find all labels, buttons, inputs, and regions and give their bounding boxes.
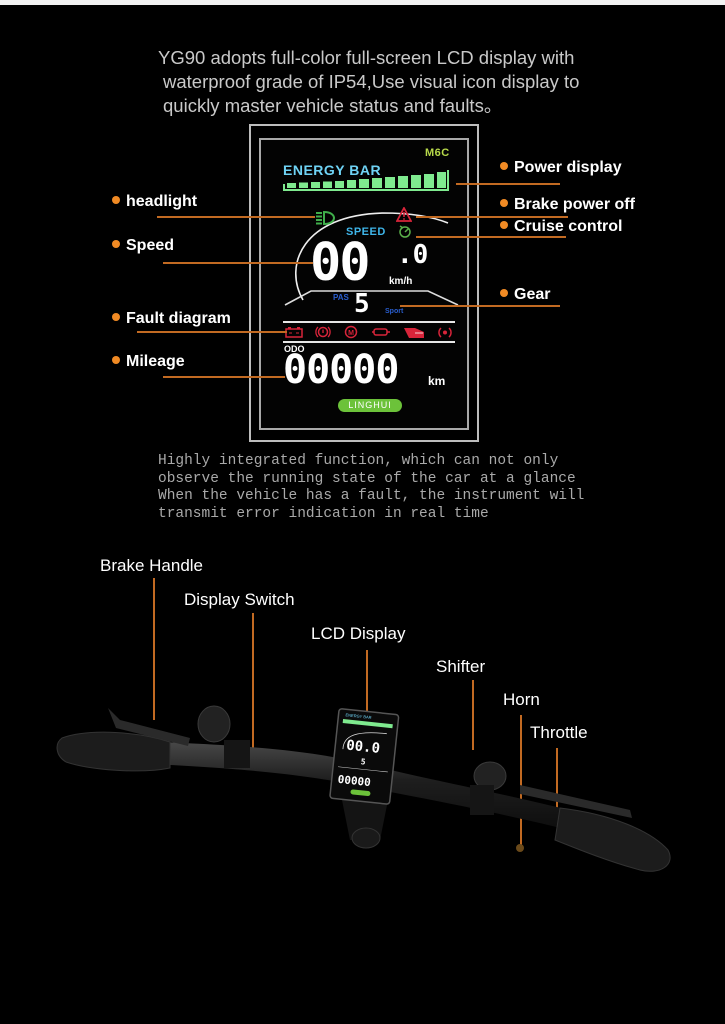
brand-badge: LINGHUI bbox=[338, 399, 402, 412]
leader-line bbox=[556, 748, 558, 816]
intro-line-3: quickly master vehicle status and faults… bbox=[163, 95, 503, 116]
leader-line bbox=[416, 216, 568, 218]
lcd-divider bbox=[283, 341, 455, 343]
leader-line bbox=[456, 183, 560, 185]
svg-text:5: 5 bbox=[360, 757, 366, 766]
odo-label: ODO bbox=[284, 344, 305, 354]
description-text: Highly integrated function, which can no… bbox=[158, 453, 584, 523]
speed-decimal: .0 bbox=[397, 240, 429, 270]
callout-cruise-control: Cruise control bbox=[500, 218, 622, 236]
throttle-fault-icon bbox=[372, 328, 390, 336]
warning-triangle-icon bbox=[396, 207, 412, 222]
bullet-dot-icon bbox=[500, 199, 508, 207]
label-shifter: Shifter bbox=[436, 657, 486, 676]
description-line: Highly integrated function, which can no… bbox=[158, 453, 559, 469]
headlight-icon bbox=[316, 210, 336, 226]
brake-fault-icon bbox=[315, 326, 331, 338]
description-line: transmit error indication in real time bbox=[158, 505, 489, 522]
callout-label: Cruise control bbox=[514, 218, 623, 235]
label-throttle: Throttle bbox=[530, 723, 588, 742]
description-line: observe the running state of the car at … bbox=[158, 470, 576, 487]
odo-value: 00000 bbox=[283, 347, 399, 393]
bullet-dot-icon bbox=[112, 240, 120, 248]
intro-line-1: YG90 adopts full-color full-screen LCD d… bbox=[158, 47, 575, 68]
callout-label: Gear bbox=[514, 286, 551, 303]
callout-label: Fault diagram bbox=[126, 310, 231, 327]
mode-label: Sport bbox=[385, 308, 404, 315]
bullet-dot-icon bbox=[112, 196, 120, 204]
description-line: When the vehicle has a fault, the instru… bbox=[158, 488, 585, 504]
callout-label: Power display bbox=[514, 159, 622, 176]
handlebar-illustration: ENERGY BAR 00.0 5 00000 bbox=[56, 705, 671, 872]
callout-label: headlight bbox=[126, 193, 198, 210]
energy-bar-gauge bbox=[283, 170, 449, 191]
label-display-switch: Display Switch bbox=[184, 590, 295, 609]
lcd-outer-frame bbox=[249, 124, 479, 442]
odo-unit: km bbox=[428, 374, 446, 388]
sensor-icon bbox=[438, 326, 452, 338]
svg-text:M: M bbox=[348, 330, 354, 337]
intro-line-2: waterproof grade of IP54,Use visual icon… bbox=[163, 71, 580, 92]
leader-line bbox=[163, 262, 313, 264]
cruise-control-icon bbox=[399, 225, 411, 238]
leader-line bbox=[472, 680, 474, 750]
leader-line bbox=[163, 376, 285, 378]
leader-line bbox=[366, 650, 368, 718]
top-border-strip bbox=[0, 0, 725, 5]
svg-text:00.0: 00.0 bbox=[346, 738, 381, 757]
callout-label: Brake power off bbox=[514, 196, 635, 213]
speed-unit: km/h bbox=[389, 276, 413, 287]
bullet-dot-icon bbox=[112, 356, 120, 364]
intro-text: YG90 adopts full-color full-screen LCD d… bbox=[158, 46, 628, 118]
bullet-dot-icon bbox=[112, 313, 120, 321]
callout-power-display: Power display bbox=[500, 159, 622, 177]
callout-fault-diagram: Fault diagram bbox=[112, 310, 231, 328]
pas-label: PAS bbox=[333, 293, 349, 302]
leader-line bbox=[416, 236, 566, 238]
leader-line bbox=[157, 216, 315, 218]
label-brake-handle: Brake Handle bbox=[100, 556, 204, 575]
speed-label: SPEED bbox=[346, 226, 386, 238]
callout-label: Speed bbox=[126, 237, 175, 254]
fault-icon-row: M bbox=[285, 324, 453, 340]
callout-gear: Gear bbox=[500, 286, 550, 304]
callout-headlight: headlight bbox=[112, 193, 197, 211]
controller-icon bbox=[404, 327, 424, 338]
lcd-divider bbox=[283, 321, 455, 323]
bullet-dot-icon bbox=[500, 162, 508, 170]
callout-label: Mileage bbox=[126, 353, 185, 370]
leader-line bbox=[153, 578, 155, 720]
callout-mileage: Mileage bbox=[112, 353, 185, 371]
label-horn: Horn bbox=[503, 690, 540, 709]
svg-text:ENERGY BAR: ENERGY BAR bbox=[345, 712, 372, 720]
leader-line bbox=[252, 613, 254, 758]
battery-icon bbox=[285, 327, 303, 338]
energy-bar-label: ENERGY BAR bbox=[283, 162, 382, 178]
callout-speed: Speed bbox=[112, 237, 174, 255]
lcd-model-label: M6C bbox=[425, 147, 450, 159]
motor-icon: M bbox=[344, 325, 358, 339]
leader-line bbox=[520, 715, 522, 850]
leader-line bbox=[137, 331, 287, 333]
label-lcd-display: LCD Display bbox=[311, 624, 406, 643]
bullet-dot-icon bbox=[500, 221, 508, 229]
bullet-dot-icon bbox=[500, 289, 508, 297]
callout-brake-power-off: Brake power off bbox=[500, 196, 635, 214]
svg-text:00000: 00000 bbox=[337, 773, 371, 789]
leader-line bbox=[400, 305, 560, 307]
speed-value: 00 bbox=[310, 233, 371, 293]
gear-value: 5 bbox=[354, 289, 370, 319]
